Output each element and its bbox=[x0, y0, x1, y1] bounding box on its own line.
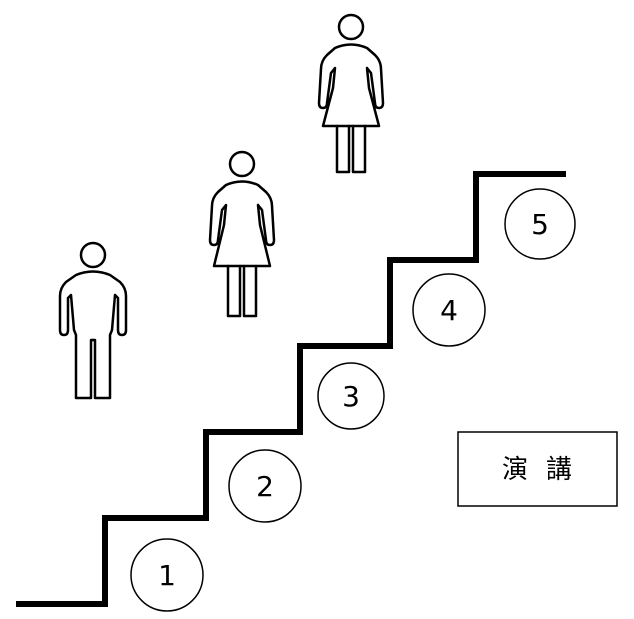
step-number: 4 bbox=[440, 294, 458, 327]
step-number: 3 bbox=[342, 380, 360, 413]
step-number: 2 bbox=[256, 470, 274, 503]
step-marker-4: 4 bbox=[412, 273, 486, 347]
man-icon bbox=[58, 241, 128, 400]
step-number: 1 bbox=[158, 559, 176, 592]
woman-icon bbox=[208, 150, 276, 318]
step-marker-5: 5 bbox=[504, 188, 576, 260]
step-marker-2: 2 bbox=[228, 449, 302, 523]
step-marker-1: 1 bbox=[130, 538, 204, 612]
label-box: 演講 bbox=[457, 431, 618, 507]
step-number: 5 bbox=[531, 208, 549, 241]
step-marker-3: 3 bbox=[317, 362, 385, 430]
label-text: 演講 bbox=[502, 455, 590, 485]
woman-icon bbox=[317, 13, 385, 174]
staircase-line bbox=[16, 171, 566, 607]
